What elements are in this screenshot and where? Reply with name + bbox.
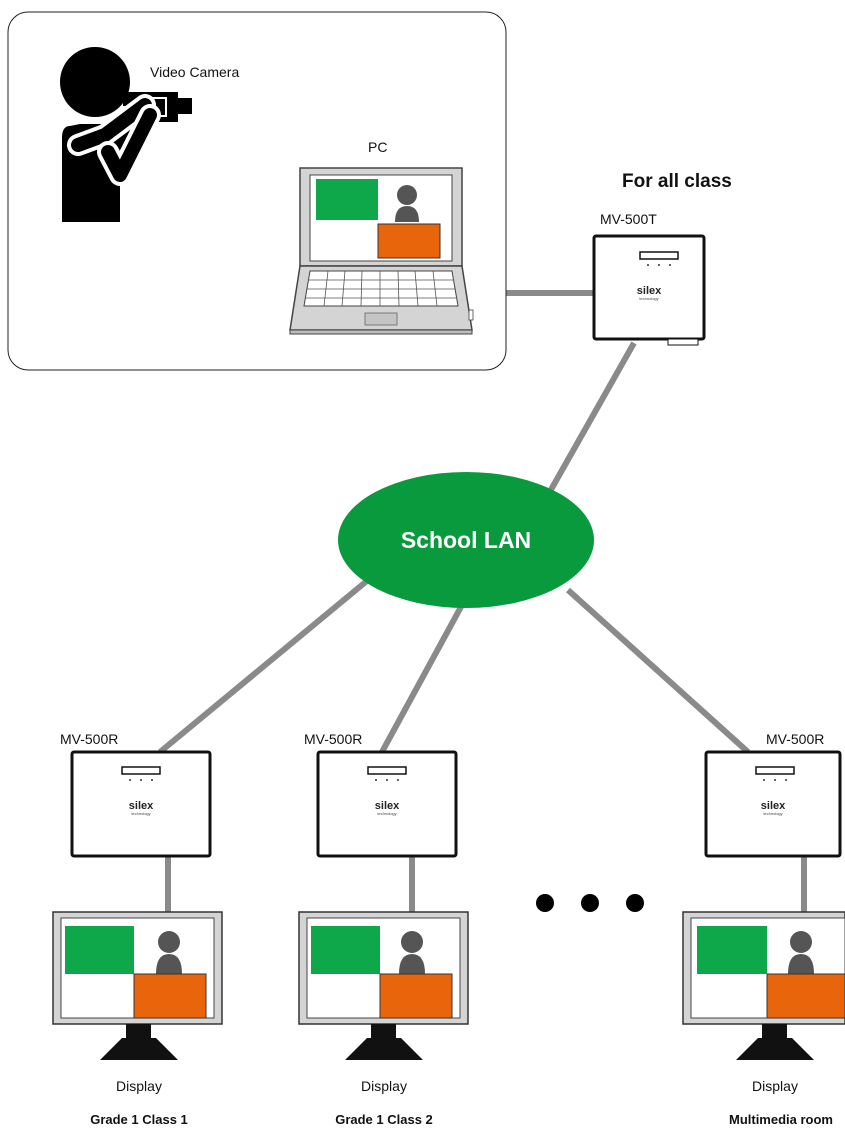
school-lan-cloud: School LAN [338, 472, 594, 608]
cable-lan-to-receiver-2 [379, 603, 465, 754]
pc-label: PC [368, 139, 387, 155]
transmitter-brand-sub: technology [639, 296, 658, 301]
receiver-1-model-label: MV-500R [60, 731, 118, 747]
receiver-1-device-icon: silex technology [70, 750, 212, 858]
display-1-location-label: Grade 1 Class 1 [90, 1112, 188, 1127]
display-2-label: Display [361, 1078, 407, 1094]
cables [158, 290, 807, 912]
source-room-panel: Video Camera [7, 11, 507, 371]
display-3-monitor-icon [682, 911, 845, 1060]
for-all-class-heading: For all class [622, 171, 732, 192]
receiver-2-brand-sub: technology [377, 811, 396, 816]
cable-lan-to-receiver-1 [158, 577, 370, 755]
receiver-3-device-icon: silex technology [704, 750, 842, 858]
video-camera-label: Video Camera [150, 64, 239, 80]
transmitter-model-label: MV-500T [600, 211, 657, 227]
display-1-label: Display [116, 1078, 162, 1094]
transmitter-device-icon: silex technology [592, 234, 706, 346]
receiver-2-brand-logo: silex [375, 800, 400, 812]
cable-transmitter-to-lan [545, 341, 637, 497]
receiver-2-device-icon: silex technology [316, 750, 458, 858]
cable-lan-to-receiver-3 [565, 587, 751, 755]
display-2-monitor-icon [298, 911, 469, 1060]
school-lan-label: School LAN [401, 527, 531, 553]
laptop-pc-icon [289, 167, 474, 335]
display-3-location-label: Multimedia room [729, 1112, 833, 1127]
receiver-1-brand-logo: silex [129, 800, 154, 812]
receiver-2-model-label: MV-500R [304, 731, 362, 747]
receiver-3-brand-logo: silex [761, 800, 786, 812]
receiver-3-model-label: MV-500R [766, 731, 824, 747]
camera-operator-icon [60, 47, 192, 222]
transmitter-brand-logo: silex [637, 285, 662, 297]
display-1-monitor-icon [52, 911, 223, 1060]
more-classes-ellipsis-icon [536, 894, 644, 912]
display-2-location-label: Grade 1 Class 2 [335, 1112, 433, 1127]
display-3-label: Display [752, 1078, 798, 1094]
receiver-1-brand-sub: technology [131, 811, 150, 816]
receiver-3-brand-sub: technology [763, 811, 782, 816]
